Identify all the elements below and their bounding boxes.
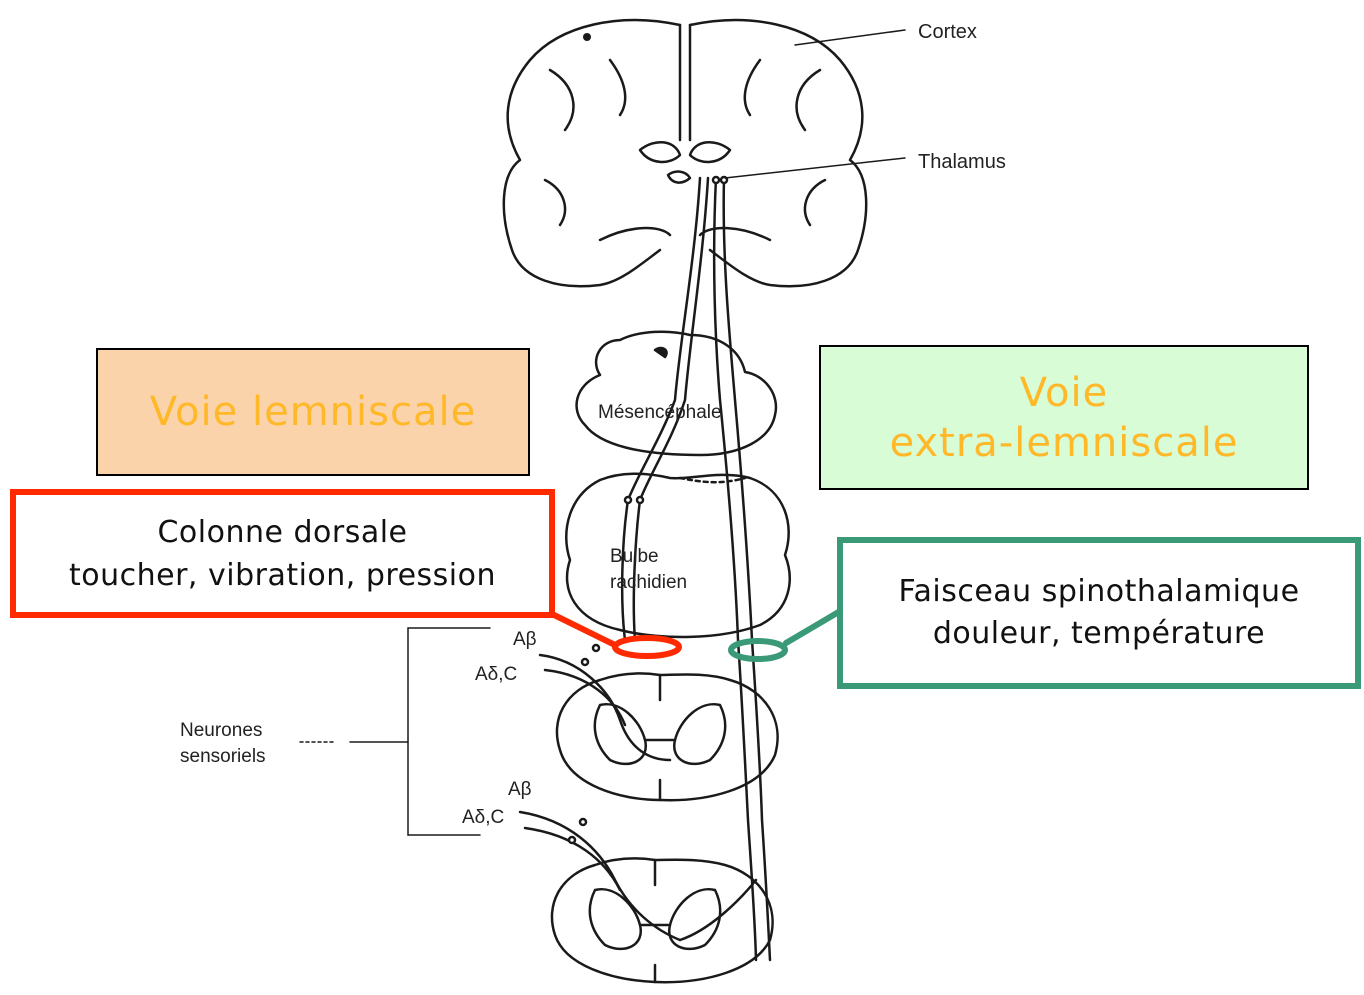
voie-extra-title-line2: extra-lemniscale (890, 418, 1239, 468)
voie-lemniscale-title: Voie lemniscale (150, 389, 476, 435)
neurones-label-line2: sensoriels (180, 746, 266, 767)
mesencephale-label: Mésencéphale (598, 402, 722, 423)
cortex-label: Cortex (918, 21, 977, 43)
bulbe-label-line2: rachidien (610, 572, 687, 593)
voie-extra-title-line1: Voie (1020, 368, 1108, 418)
colonne-dorsale-modalities: toucher, vibration, pression (69, 554, 496, 597)
faisceau-spinothalamique-title: Faisceau spinothalamique (898, 571, 1299, 613)
thalamus-label: Thalamus (918, 151, 1006, 173)
faisceau-spinothalamique-callout: Faisceau spinothalamique douleur, tempér… (837, 537, 1361, 689)
spinothalamique-marker (731, 610, 842, 659)
bulbe-section (566, 474, 789, 637)
a-delta-c-lower-label: Aδ,C (462, 807, 504, 828)
a-beta-lower-label: Aβ (508, 779, 532, 800)
colonne-dorsale-title: Colonne dorsale (157, 511, 407, 554)
neurones-label-line1: Neurones (180, 720, 262, 741)
a-delta-c-upper-label: Aδ,C (475, 664, 517, 685)
colonne-dorsale-callout: Colonne dorsale toucher, vibration, pres… (10, 489, 555, 618)
voie-lemniscale-box: Voie lemniscale (96, 348, 530, 476)
spinal-cord-lower (520, 812, 773, 982)
ascending-tracts (622, 177, 770, 960)
a-beta-upper-label: Aβ (513, 629, 537, 650)
colonne-dorsale-marker (548, 612, 679, 656)
bulbe-label-line1: Bulbe (610, 546, 659, 567)
brain-section (504, 20, 866, 286)
faisceau-spinothalamique-modalities: douleur, température (933, 613, 1265, 655)
voie-extra-lemniscale-box: Voie extra-lemniscale (819, 345, 1309, 490)
